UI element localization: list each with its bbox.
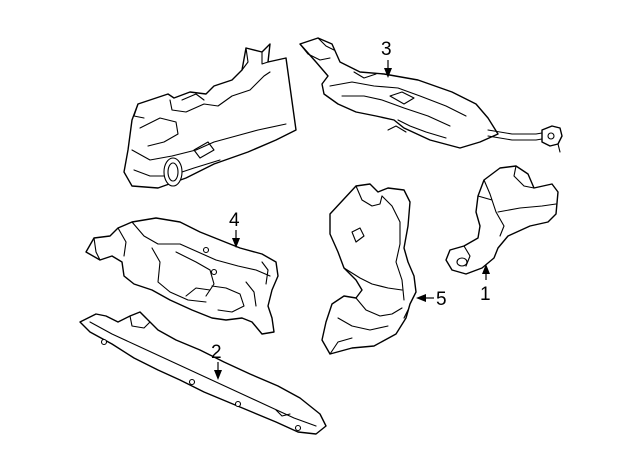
callout-5: 5 — [436, 289, 447, 310]
leader-1 — [482, 264, 490, 280]
leader-4 — [232, 230, 240, 248]
side-heat-shield — [321, 183, 417, 355]
callout-2: 2 — [211, 342, 222, 363]
leader-5 — [416, 294, 434, 302]
callout-4: 4 — [229, 210, 240, 231]
callout-1: 1 — [480, 284, 491, 305]
leader-3 — [384, 60, 392, 78]
long-bar-shield — [79, 311, 327, 435]
tunnel-heat-shield — [299, 37, 563, 153]
muffler-heat-shield — [85, 217, 279, 335]
leader-2 — [214, 362, 222, 380]
heat-shield-bracket — [445, 165, 559, 275]
dash-heat-shield — [123, 43, 297, 189]
callout-3: 3 — [381, 39, 392, 60]
